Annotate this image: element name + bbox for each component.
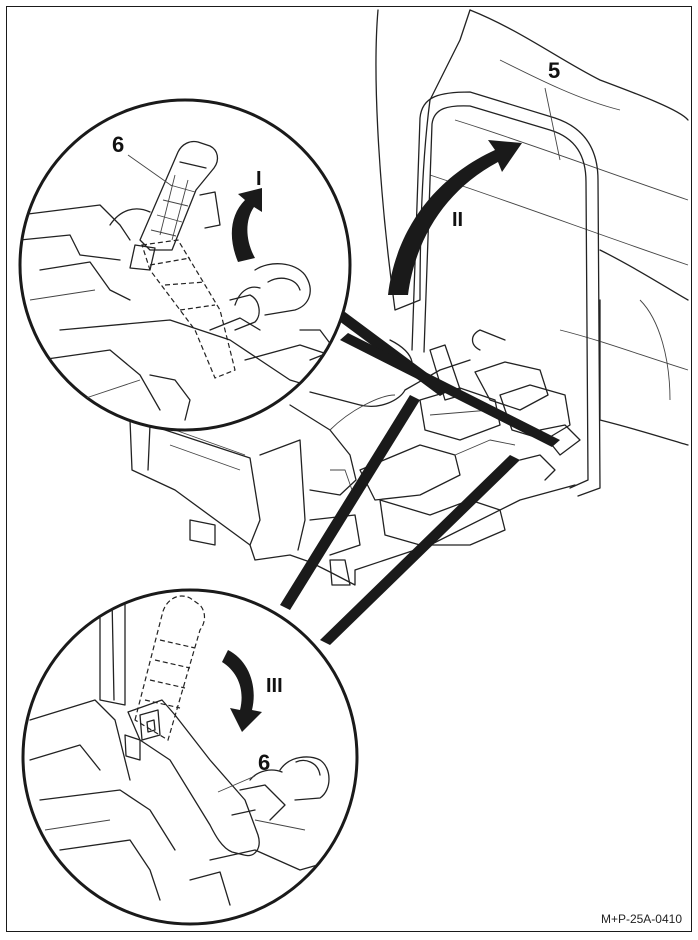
callout-6-bottom: 6 bbox=[258, 750, 270, 775]
document-reference: M+P-25A-0410 bbox=[600, 912, 682, 926]
rear-hoop-bar bbox=[411, 91, 601, 497]
figure-frame bbox=[6, 6, 692, 932]
callout-step-I: I bbox=[256, 168, 262, 190]
rotate-down-arrow bbox=[222, 650, 262, 732]
callout-step-III: III bbox=[266, 675, 283, 697]
rotate-up-arrow bbox=[231, 188, 262, 262]
swing-back-arrow bbox=[388, 140, 522, 295]
callout-connectors bbox=[280, 312, 560, 645]
detail-circle-top bbox=[18, 98, 352, 432]
detail-circle-bottom bbox=[21, 588, 359, 926]
callout-step-II: II bbox=[452, 209, 463, 231]
seat-backrest bbox=[375, 9, 689, 446]
callout-6-top: 6 bbox=[112, 132, 124, 157]
callout-5: 5 bbox=[548, 58, 560, 83]
leader-lines bbox=[127, 87, 561, 793]
